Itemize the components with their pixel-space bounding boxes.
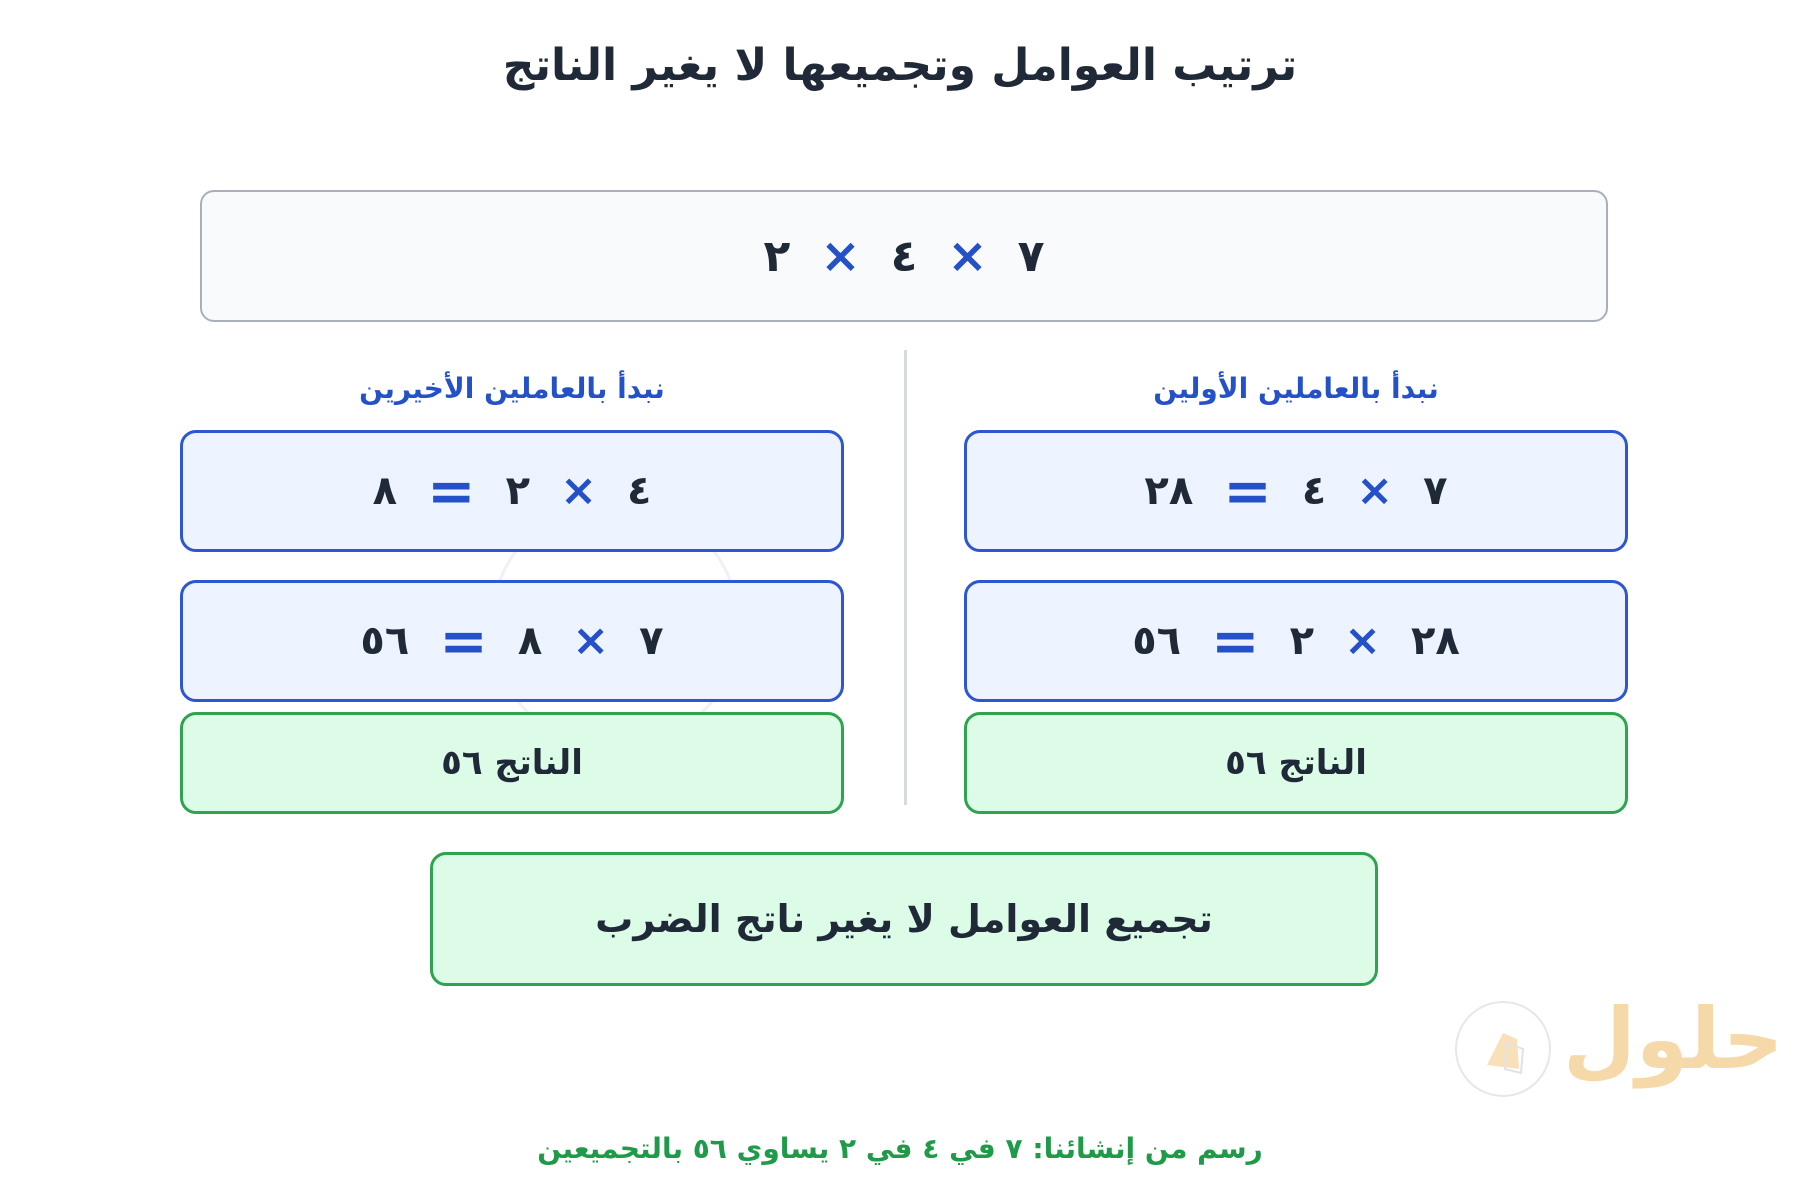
operand: ٢: [505, 468, 531, 514]
step-result: ٥٦: [1132, 618, 1182, 664]
factor-c: ٢: [763, 230, 791, 282]
left-column-heading: نبدأ بالعاملين الأخيرين: [359, 372, 665, 405]
caption: رسم من إنشائنا: ٧ في ٤ في ٢ يساوي ٥٦ بال…: [537, 1132, 1263, 1165]
expression-box: ٧ × ٤ × ٢: [200, 190, 1608, 322]
factor-a: ٧: [1017, 230, 1045, 282]
equals-icon: =: [1211, 607, 1260, 675]
equals-icon: =: [1223, 457, 1272, 525]
multiply-icon: ×: [560, 465, 597, 516]
multiply-icon: ×: [572, 615, 610, 666]
equals-icon: =: [427, 457, 476, 525]
column-divider: [904, 350, 907, 805]
left-result-box: الناتج ٥٦: [180, 712, 844, 814]
logo-text: حلول: [1563, 990, 1784, 1088]
operand: ٢: [1289, 618, 1315, 664]
page-title: ترتيب العوامل وتجميعها لا يغير الناتج: [502, 40, 1298, 91]
multiply-icon: ×: [820, 228, 861, 284]
operand: ٧: [1423, 468, 1448, 514]
book-icon: [1455, 1001, 1551, 1097]
operand: ٨: [517, 618, 543, 664]
multiply-icon: ×: [1356, 465, 1394, 516]
step-result: ٥٦: [360, 618, 410, 664]
left-step-2: ٧ × ٨ = ٥٦: [180, 580, 844, 702]
operand: ٧: [639, 618, 664, 664]
right-column-heading: نبدأ بالعاملين الأولين: [1153, 372, 1439, 405]
right-step-2: ٢٨ × ٢ = ٥٦: [964, 580, 1628, 702]
conclusion-box: تجميع العوامل لا يغير ناتج الضرب: [430, 852, 1378, 986]
step-result: ٢٨: [1144, 468, 1194, 514]
multiply-icon: ×: [947, 228, 988, 284]
operand: ٤: [1301, 468, 1327, 514]
right-result-box: الناتج ٥٦: [964, 712, 1628, 814]
left-step-1: ٤ × ٢ = ٨: [180, 430, 844, 552]
factor-b: ٤: [890, 230, 918, 282]
watermark-logo: حلول: [1455, 985, 1783, 1105]
operand: ٤: [626, 468, 652, 514]
operand: ٢٨: [1410, 618, 1460, 664]
multiply-icon: ×: [1344, 615, 1381, 666]
step-result: ٨: [372, 468, 398, 514]
expression: ٧ × ٤ × ٢: [763, 231, 1044, 282]
equals-icon: =: [439, 607, 488, 675]
right-step-1: ٧ × ٤ = ٢٨: [964, 430, 1628, 552]
